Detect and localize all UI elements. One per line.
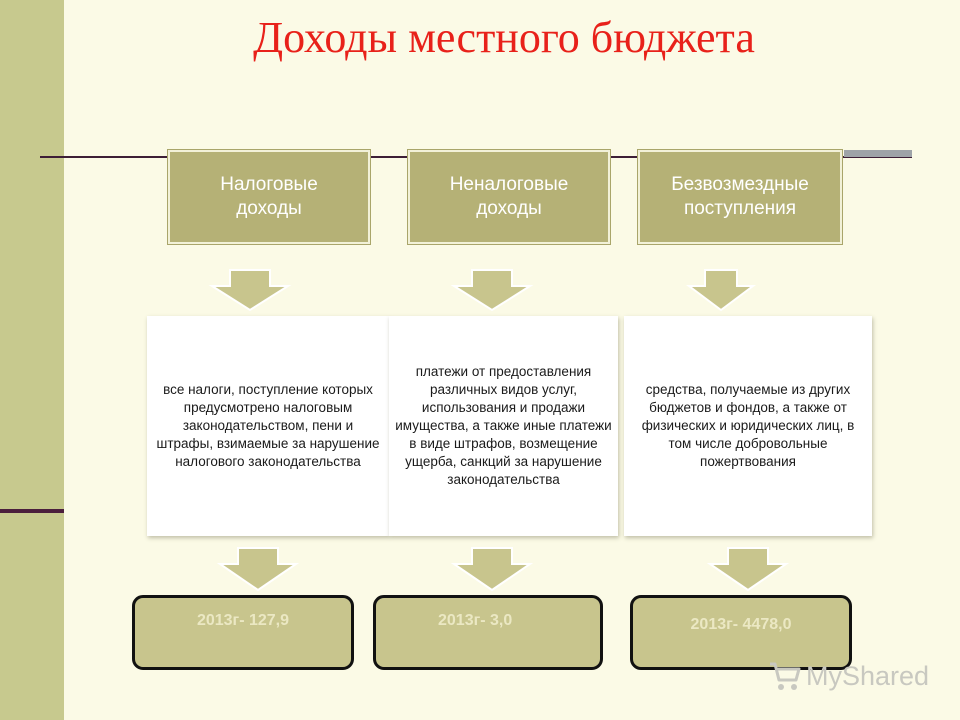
down-arrow-icon <box>208 269 292 312</box>
cart-icon <box>770 662 801 690</box>
description-box-tax: все налоги, поступление которых предусмо… <box>147 316 389 536</box>
description-text: средства, получаемые из других бюджетов … <box>641 382 855 469</box>
down-arrow-icon <box>450 547 534 592</box>
description-box-nontax: платежи от предоставления различных видо… <box>389 316 618 536</box>
left-decor-bar <box>0 0 64 720</box>
category-box-tax: Налоговые доходы <box>168 150 370 244</box>
category-label: Безвозмездные поступления <box>671 174 809 219</box>
value-box-nontax: 2013г- 3,0 <box>373 595 603 670</box>
value-box-tax: 2013г- 127,9 <box>132 595 354 670</box>
description-box-gratuitous: средства, получаемые из других бюджетов … <box>624 316 872 536</box>
category-box-gratuitous: Безвозмездные поступления <box>638 150 842 244</box>
value-text: 2013г- 3,0 <box>438 612 513 629</box>
value-text: 2013г- 4478,0 <box>690 616 792 633</box>
category-label: Неналоговые доходы <box>449 174 569 219</box>
category-label: Налоговые доходы <box>220 174 318 219</box>
down-arrow-icon <box>706 547 790 592</box>
watermark: MyShared <box>768 656 929 696</box>
down-arrow-icon <box>216 547 300 592</box>
down-arrow-icon <box>450 269 534 312</box>
page-title: Доходы местного бюджета <box>253 13 755 62</box>
down-arrow-icon <box>686 269 756 312</box>
header-divider-accent <box>844 150 912 157</box>
description-text: платежи от предоставления различных видо… <box>395 364 612 487</box>
value-text: 2013г- 127,9 <box>196 612 290 629</box>
description-text: все налоги, поступление которых предусмо… <box>156 382 380 469</box>
left-decor-rule <box>0 509 64 513</box>
category-box-nontax: Неналоговые доходы <box>408 150 610 244</box>
value-box-gratuitous: 2013г- 4478,0 <box>630 595 852 670</box>
watermark-text: MyShared <box>806 660 930 691</box>
